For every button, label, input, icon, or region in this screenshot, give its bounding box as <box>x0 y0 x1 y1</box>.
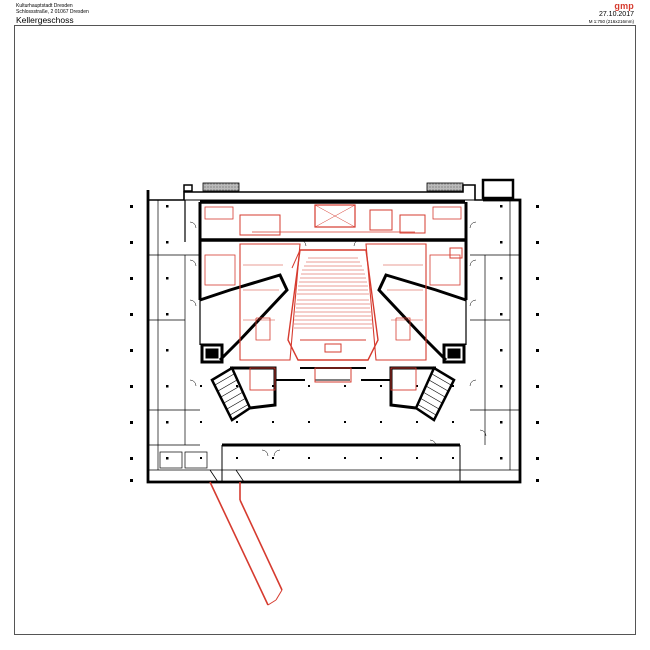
title-block: gmp 27.10.2017 M 1:750 (216x216mm) <box>588 1 634 25</box>
plan-scale: M 1:750 (216x216mm) <box>588 19 634 24</box>
column-grid <box>130 205 539 482</box>
new-construction <box>204 204 463 606</box>
project-address: Schlossstraße, 2 01067 Dresden <box>16 9 89 15</box>
sheet-title: Kellergeschoss <box>16 15 74 25</box>
outer-walls <box>146 184 522 484</box>
top-hatched-elements <box>183 178 515 200</box>
project-name: Kulturhauptstadt Dresden <box>16 3 73 9</box>
gmp-logo: gmp <box>614 1 634 11</box>
plan-date: 27.10.2017 <box>598 11 634 18</box>
drawing-frame <box>14 25 636 635</box>
door-swings <box>189 221 487 457</box>
header-block: Kulturhauptstadt Dresden Schlossstraße, … <box>16 3 89 26</box>
